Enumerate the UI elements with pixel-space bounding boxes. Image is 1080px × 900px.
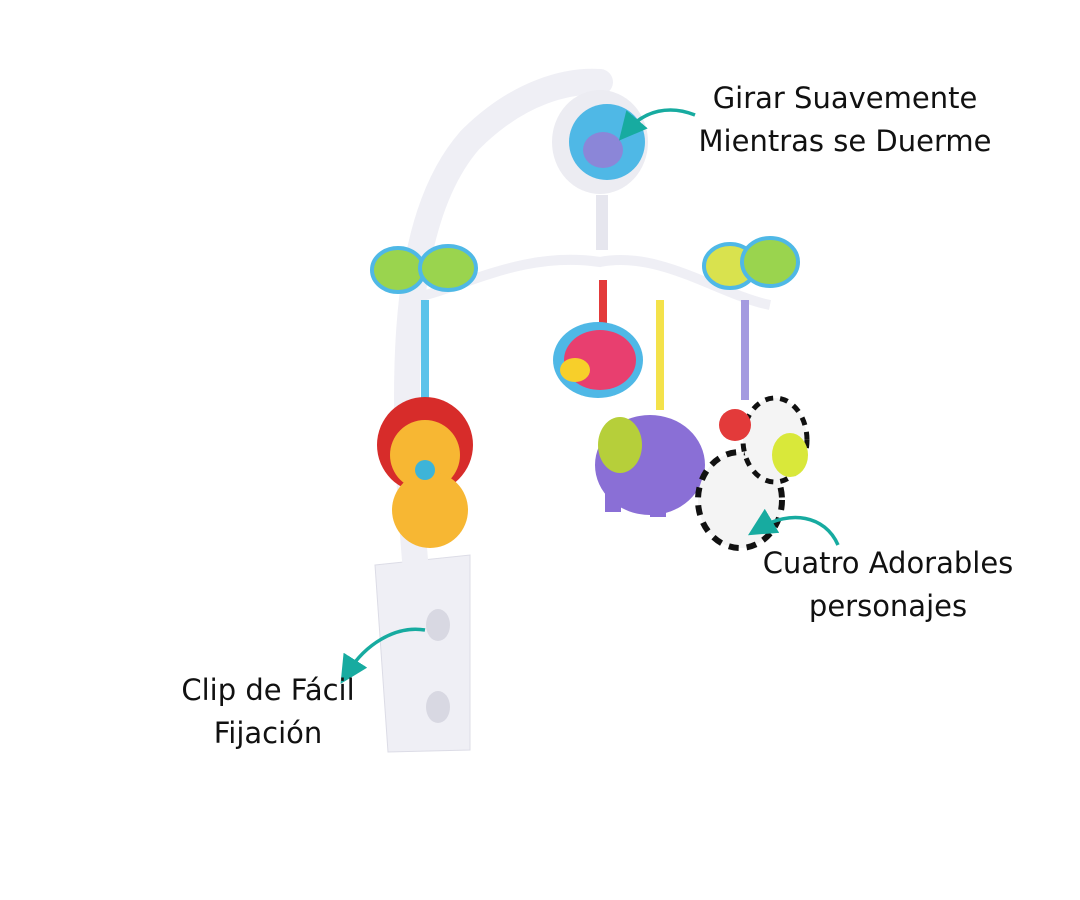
- callout-characters-line1: Cuatro Adorables: [762, 546, 1014, 580]
- callout-rotate: Girar Suavemente Mientras se Duerme: [685, 77, 1005, 163]
- callout-clip-line1: Clip de Fácil: [181, 673, 355, 707]
- callout-clip-line2: Fijación: [213, 716, 323, 750]
- arrow-to-music-box: [618, 108, 696, 141]
- callout-characters-line2: personajes: [808, 589, 968, 623]
- arrow-to-zebra: [747, 508, 840, 546]
- callout-characters: Cuatro Adorables personajes: [738, 542, 1038, 628]
- callout-rotate-line1: Girar Suavemente: [712, 81, 978, 115]
- callout-rotate-line2: Mientras se Duerme: [698, 124, 992, 158]
- music-box: [552, 90, 648, 250]
- parrot-toy: [553, 322, 643, 398]
- elephant-toy: [595, 415, 705, 517]
- callout-clip: Clip de Fácil Fijación: [138, 669, 398, 755]
- crib-clip: [374, 554, 471, 753]
- leaf-decorations: [370, 236, 800, 294]
- arrow-to-clip: [340, 627, 426, 684]
- zebra-toy: [695, 395, 810, 551]
- lion-toy: [377, 397, 473, 548]
